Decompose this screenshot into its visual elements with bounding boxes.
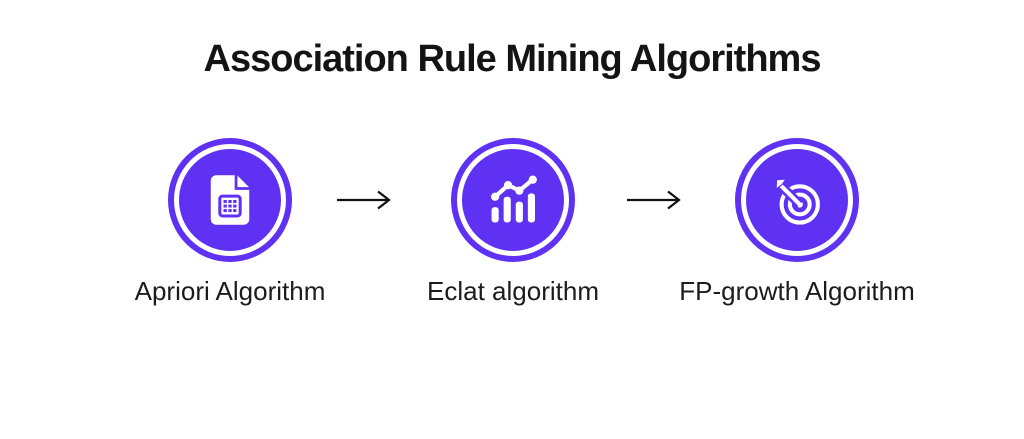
- right-arrow-icon: [337, 190, 391, 210]
- right-arrow-icon: [627, 190, 681, 210]
- fpgrowth-label: FP-growth Algorithm: [679, 276, 915, 306]
- apriori-circle-badge: [168, 138, 292, 262]
- apriori-label: Apriori Algorithm: [134, 276, 326, 306]
- node-fpgrowth: FP-growth Algorithm: [667, 138, 927, 306]
- node-eclat: Eclat algorithm: [383, 138, 643, 306]
- eclat-circle-badge: [451, 138, 575, 262]
- connector-arrow-2: [626, 189, 684, 211]
- fpgrowth-circle-badge: [735, 138, 859, 262]
- target-dart-icon: [775, 178, 820, 225]
- page-title: Association Rule Mining Algorithms: [203, 38, 822, 80]
- eclat-label: Eclat algorithm: [427, 276, 599, 306]
- bar-line-chart-icon: [491, 175, 537, 223]
- connector-arrow-1: [336, 189, 394, 211]
- node-apriori: Apriori Algorithm: [100, 138, 360, 306]
- document-table-icon: [210, 175, 250, 225]
